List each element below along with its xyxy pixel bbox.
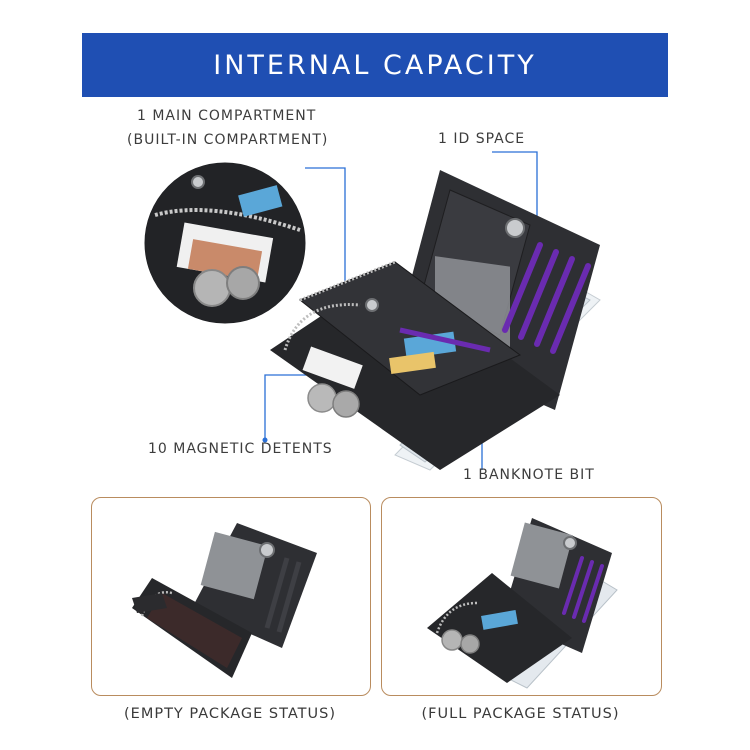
callout-magnetic-detents: 10 MAGNETIC DETENTS bbox=[148, 441, 333, 457]
zoom-detail-circle bbox=[141, 159, 309, 327]
callout-id-space: 1 ID SPACE bbox=[438, 131, 526, 147]
title-banner: INTERNAL CAPACITY bbox=[82, 33, 668, 97]
full-wallet-graphic bbox=[427, 518, 618, 689]
callout-lines bbox=[262, 151, 540, 470]
banknotes-graphic: 100 bbox=[394, 279, 601, 471]
callout-main-compartment-line1: 1 MAIN COMPARTMENT bbox=[137, 108, 317, 124]
empty-wallet-graphic bbox=[132, 523, 317, 678]
callout-banknote-bit: 1 BANKNOTE BIT bbox=[463, 467, 595, 483]
svg-text:100: 100 bbox=[414, 436, 435, 457]
caption-empty-status: (EMPTY PACKAGE STATUS) bbox=[124, 706, 336, 722]
page-title: INTERNAL CAPACITY bbox=[213, 49, 537, 81]
caption-full-status: (FULL PACKAGE STATUS) bbox=[421, 706, 620, 722]
wallet-body bbox=[270, 260, 560, 470]
callout-main-compartment-line2: (BUILT-IN COMPARTMENT) bbox=[127, 132, 329, 148]
id-card-panel bbox=[395, 170, 600, 410]
empty-status-panel bbox=[91, 497, 371, 696]
full-status-panel bbox=[381, 497, 662, 696]
